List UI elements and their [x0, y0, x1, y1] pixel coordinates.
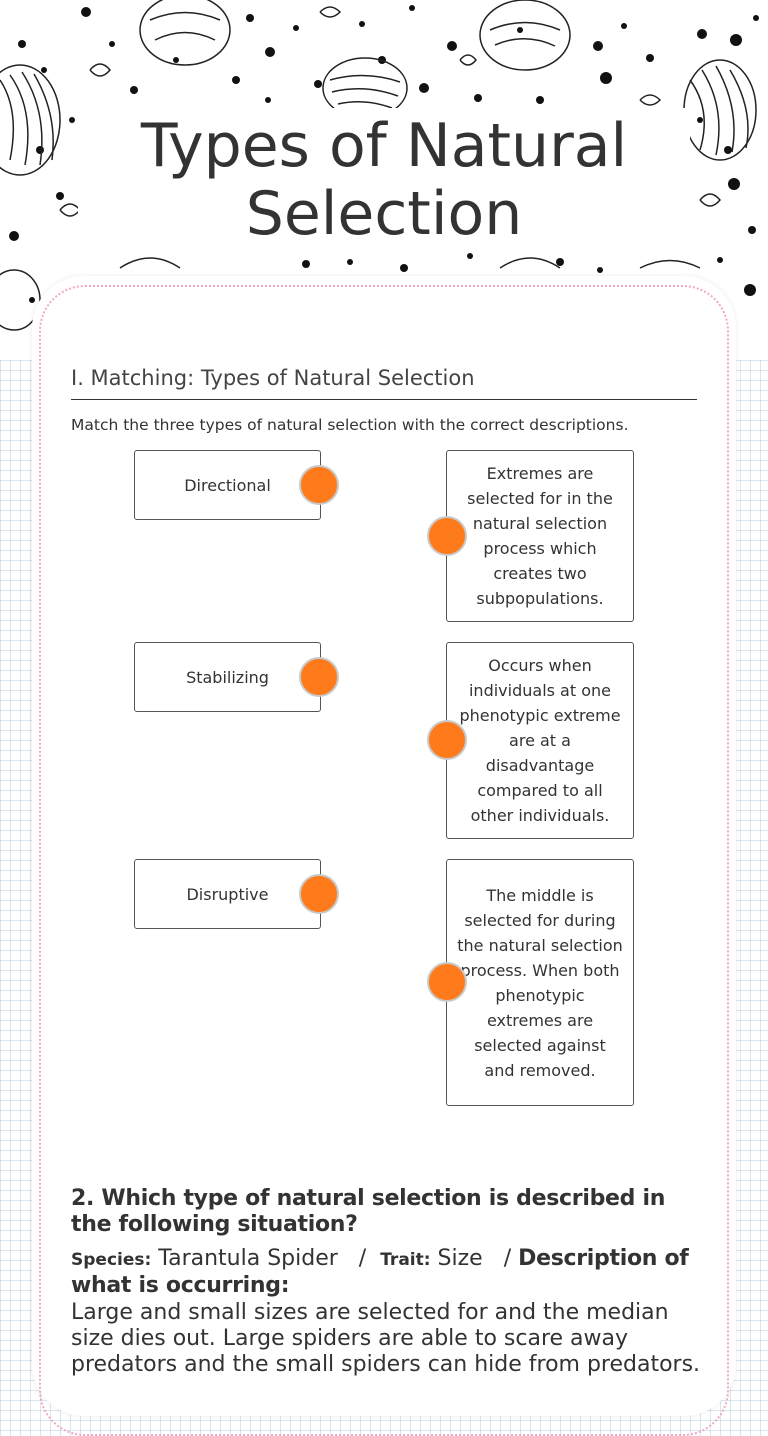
species-trait-line: Species: Tarantula Spider / Trait: Size … [71, 1246, 711, 1299]
title-block: Types of Natural Selection [78, 108, 690, 250]
term-label-stabilizing: Stabilizing [186, 667, 269, 687]
trait-value: Size [437, 1246, 483, 1271]
species-value: Tarantula Spider [158, 1246, 338, 1271]
description-text-1: Extremes are selected for in the natural… [467, 464, 613, 608]
species-label: Species: [71, 1250, 152, 1270]
separator-1: / [358, 1246, 367, 1271]
description-box-1[interactable]: Extremes are selected for in the natural… [446, 450, 634, 622]
description-box-3[interactable]: The middle is selected for during the na… [446, 859, 634, 1106]
term-box-disruptive[interactable]: Disruptive [134, 859, 321, 929]
term-label-directional: Directional [184, 475, 271, 495]
situation-description: Large and small sizes are selected for a… [71, 1300, 701, 1377]
trait-label: Trait: [380, 1250, 431, 1270]
term-label-disruptive: Disruptive [186, 884, 269, 904]
separator-2: / [503, 1246, 512, 1271]
description-label: Description of what is occurring: [71, 1246, 689, 1298]
section-1-heading: I. Matching: Types of Natural Selection [71, 366, 697, 400]
connector-dot-description-2[interactable] [427, 720, 467, 760]
connector-dot-term-1[interactable] [299, 465, 339, 505]
connector-dot-term-2[interactable] [299, 657, 339, 697]
connector-dot-description-1[interactable] [427, 516, 467, 556]
worksheet-card [32, 276, 736, 1436]
question-2-heading: 2. Which type of natural selection is de… [71, 1186, 666, 1237]
description-box-2[interactable]: Occurs when individuals at one phenotypi… [446, 642, 634, 839]
description-text-3: The middle is selected for during the na… [457, 885, 623, 1080]
matching-instructions: Match the three types of natural selecti… [71, 416, 629, 434]
connector-dot-term-3[interactable] [299, 874, 339, 914]
connector-dot-description-3[interactable] [427, 962, 467, 1002]
page-title: Types of Natural Selection [140, 111, 628, 249]
term-box-stabilizing[interactable]: Stabilizing [134, 642, 321, 712]
description-text-2: Occurs when individuals at one phenotypi… [459, 656, 621, 825]
term-box-directional[interactable]: Directional [134, 450, 321, 520]
